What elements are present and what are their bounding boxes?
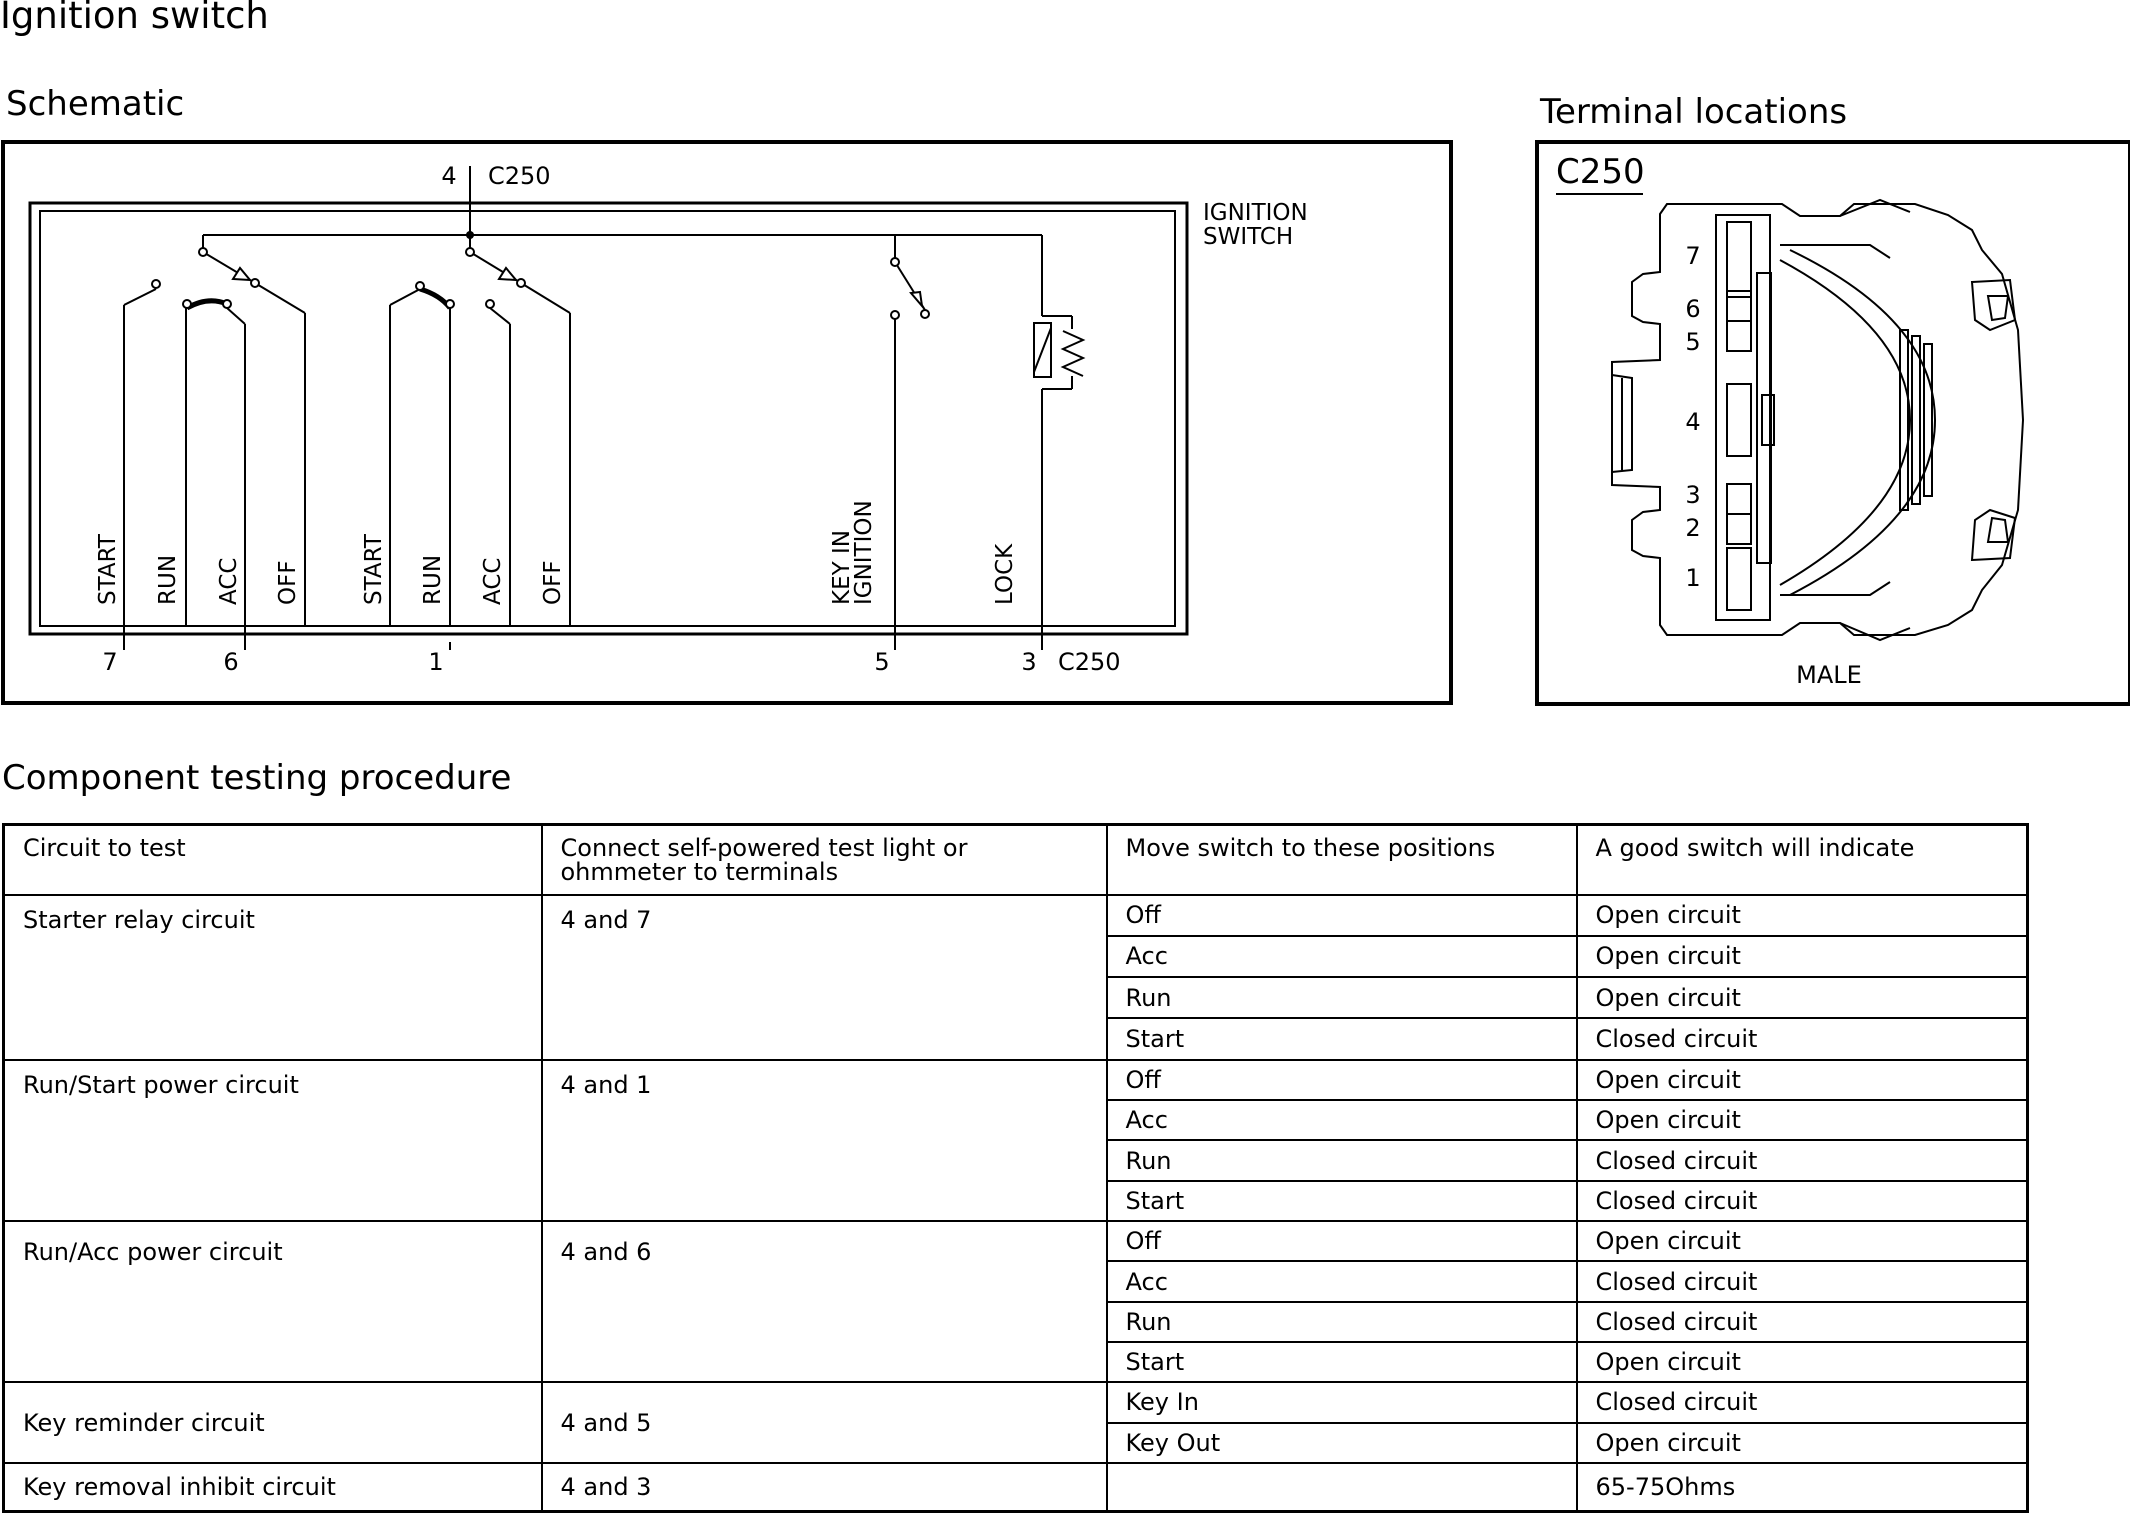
header-positions: Move switch to these positions: [1105, 823, 1578, 896]
result-cell: Open circuit: [1575, 1058, 2029, 1102]
position-cell: Start: [1105, 1179, 1578, 1223]
connector-id-label: C250: [1556, 152, 1645, 192]
result-cell: Closed circuit: [1575, 1260, 2029, 1303]
bottom-connector-label: C250: [1058, 648, 1121, 676]
position-label-run-1: RUN: [155, 555, 181, 605]
table-row: Run/Acc power circuit 4 and 6 Off Open c…: [2, 1220, 2029, 1384]
result-cell: 65-75Ohms: [1575, 1461, 2029, 1513]
pin-label-6: 6: [223, 648, 238, 676]
circuit-cell: Run/Acc power circuit: [2, 1220, 543, 1384]
position-cell: Start: [1105, 1340, 1578, 1384]
top-pin-label: 4: [441, 162, 456, 190]
key-label-line1: KEY IN: [829, 530, 855, 605]
pin-label-1: 1: [428, 648, 443, 676]
page-title: Ignition switch: [0, 0, 269, 37]
pin-label-7: 7: [102, 648, 117, 676]
position-label-run-2: RUN: [420, 555, 446, 605]
header-circuit: Circuit to test: [2, 823, 543, 896]
key-label-line2: IGNITION: [851, 500, 877, 605]
position-label-acc-1: ACC: [216, 558, 242, 605]
position-cell: Key In: [1105, 1381, 1578, 1424]
pin-label-3: 3: [1021, 648, 1036, 676]
terminals-cell: 4 and 1: [540, 1058, 1108, 1223]
table-row: Start Closed circuit: [4, 1017, 2029, 1061]
table-row: Run Open circuit: [4, 976, 2029, 1020]
table-row: Key Out Open circuit: [4, 1421, 2029, 1464]
schematic-heading: Schematic: [6, 84, 185, 124]
table-row: Start Closed circuit: [4, 1179, 2029, 1223]
terminal-frame: [1535, 140, 2130, 706]
position-label-acc-2: ACC: [480, 558, 506, 605]
circuit-cell: Starter relay circuit: [2, 893, 543, 1061]
result-cell: Open circuit: [1575, 976, 2029, 1020]
position-cell: Acc: [1105, 1099, 1578, 1142]
table-row: Acc Open circuit: [4, 1099, 2029, 1142]
table-row: Start Open circuit: [4, 1340, 2029, 1384]
circuit-cell: Run/Start power circuit: [2, 1058, 543, 1223]
circuit-cell: Key reminder circuit: [2, 1381, 543, 1464]
terminal-locations-heading: Terminal locations: [1540, 92, 1848, 132]
switch-inner-housing: [39, 210, 1176, 627]
result-cell: Open circuit: [1575, 934, 2029, 979]
terminal-number-2: 2: [1685, 514, 1700, 542]
pin-label-5: 5: [874, 648, 889, 676]
gender-label: MALE: [1796, 661, 1862, 689]
position-cell: Start: [1105, 1017, 1578, 1061]
component-testing-heading: Component testing procedure: [2, 758, 512, 798]
table-row: Run Closed circuit: [4, 1300, 2029, 1344]
terminal-number-1: 1: [1685, 564, 1700, 592]
schematic-frame: [1, 140, 1453, 705]
table-row: Acc Open circuit: [4, 934, 2029, 979]
result-cell: Closed circuit: [1575, 1179, 2029, 1223]
terminals-cell: 4 and 3: [540, 1461, 1108, 1513]
result-cell: Closed circuit: [1575, 1017, 2029, 1061]
position-cell: Key Out: [1105, 1421, 1578, 1464]
position-label-off-1: OFF: [275, 560, 301, 605]
result-cell: Closed circuit: [1575, 1300, 2029, 1344]
table-row: Key reminder circuit 4 and 5 Key In Clos…: [2, 1381, 2029, 1464]
table-row: Key removal inhibit circuit 4 and 3 65-7…: [2, 1461, 2029, 1513]
result-cell: Closed circuit: [1575, 1381, 2029, 1424]
position-cell: Run: [1105, 1300, 1578, 1344]
terminal-number-7: 7: [1685, 242, 1700, 270]
lock-label: LOCK: [992, 543, 1018, 605]
position-cell: Run: [1105, 976, 1578, 1020]
table-row: Run Closed circuit: [4, 1139, 2029, 1182]
table-row: Acc Closed circuit: [4, 1260, 2029, 1303]
component-testing-table: Circuit to test Connect self-powered tes…: [2, 823, 2029, 1513]
terminals-cell: 4 and 5: [540, 1381, 1108, 1464]
position-label-start-2: START: [361, 533, 387, 605]
terminals-cell: 4 and 6: [540, 1220, 1108, 1384]
terminal-number-4: 4: [1685, 408, 1700, 436]
terminal-locations-diagram: C250 7 6: [1535, 140, 2130, 706]
result-cell: Open circuit: [1575, 1099, 2029, 1142]
result-cell: Open circuit: [1575, 1340, 2029, 1384]
top-connector-label: C250: [488, 162, 551, 190]
result-cell: Open circuit: [1575, 893, 2029, 937]
result-cell: Closed circuit: [1575, 1139, 2029, 1182]
table-row: Starter relay circuit 4 and 7 Off Open c…: [2, 893, 2029, 1061]
position-label-off-2: OFF: [540, 560, 566, 605]
schematic-diagram: 4 C250 IGNITION SWITCH START RUN ACC OFF…: [1, 140, 1453, 705]
result-cell: Open circuit: [1575, 1220, 2029, 1263]
terminal-number-6: 6: [1685, 295, 1700, 323]
position-cell: Off: [1105, 1058, 1578, 1102]
terminal-number-5: 5: [1685, 328, 1700, 356]
switch-label: IGNITION SWITCH: [1203, 200, 1315, 250]
circuit-cell: Key removal inhibit circuit: [2, 1461, 543, 1513]
position-cell: Off: [1105, 893, 1578, 937]
position-cell: Acc: [1105, 934, 1578, 979]
terminal-number-3: 3: [1685, 481, 1700, 509]
table-row: Run/Start power circuit 4 and 1 Off Open…: [2, 1058, 2029, 1223]
connector-drawing: [1611, 198, 2025, 642]
result-cell: Open circuit: [1575, 1421, 2029, 1464]
position-cell: [1105, 1461, 1578, 1513]
terminals-cell: 4 and 7: [540, 893, 1108, 1061]
header-indicate: A good switch will indicate: [1575, 823, 2029, 896]
position-cell: Acc: [1105, 1260, 1578, 1303]
position-cell: Off: [1105, 1220, 1578, 1263]
position-cell: Run: [1105, 1139, 1578, 1182]
position-label-start-1: START: [95, 533, 121, 605]
